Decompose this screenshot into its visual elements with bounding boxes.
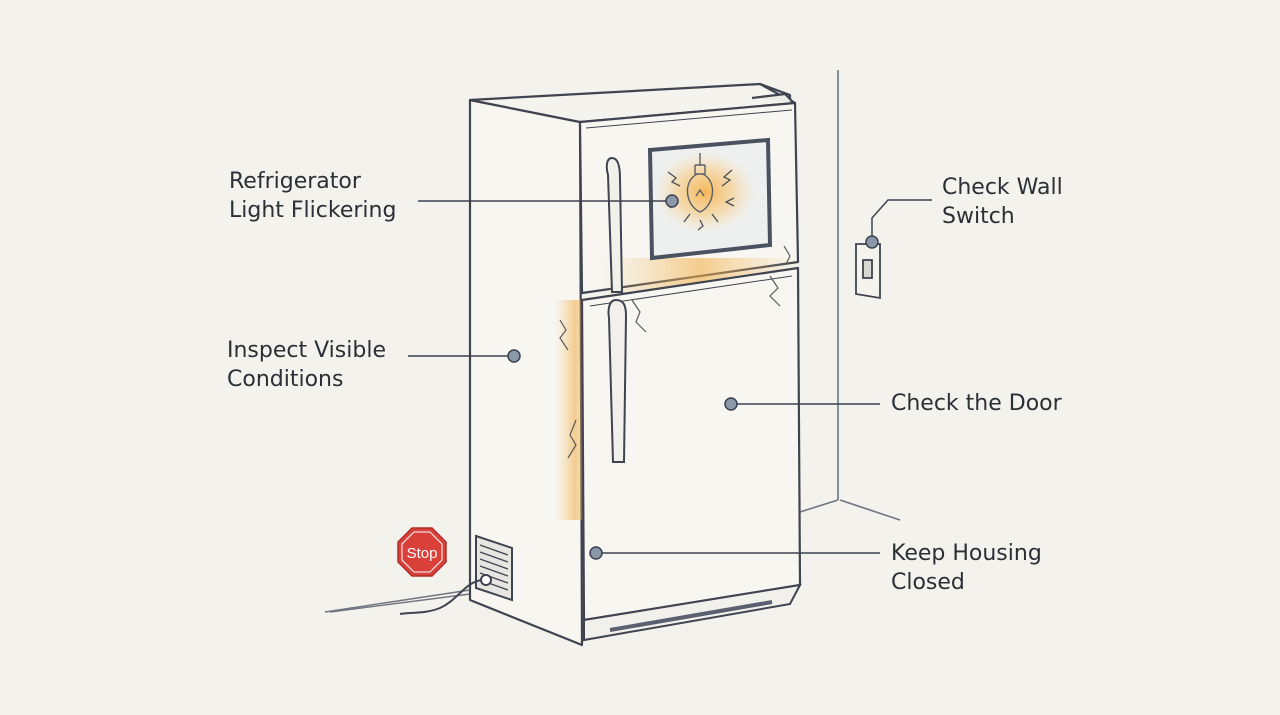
cracks: [559, 245, 791, 459]
callout-light-flickering: Refrigerator Light Flickering: [229, 167, 396, 225]
callout-lines: [408, 199, 932, 554]
callout-wall-switch-line2: Switch: [942, 204, 1015, 229]
wall-switch: [855, 243, 881, 300]
kick-plate: [583, 583, 802, 642]
leader-wall-switch: [871, 199, 932, 242]
callout-keep-housing-closed: Keep Housing Closed: [891, 539, 1042, 597]
callout-inspect-visible-conditions: Inspect Visible Conditions: [227, 336, 386, 394]
callout-inspect-line2: Conditions: [227, 367, 344, 392]
stop-sign: Stop: [397, 527, 447, 577]
stop-label: Stop: [407, 545, 438, 562]
callout-dots: [507, 194, 879, 560]
callout-housing-line2: Closed: [891, 570, 965, 595]
callout-check-the-door: Check the Door: [891, 389, 1062, 418]
callout-light-line1: Refrigerator: [229, 169, 361, 194]
freezer-handle: [605, 156, 624, 293]
callout-housing-line1: Keep Housing: [891, 541, 1042, 566]
refrigerator-body: [468, 82, 797, 647]
callout-check-wall-switch: Check Wall Switch: [942, 173, 1063, 231]
fridge-handle: [607, 298, 628, 463]
dot-inspect: [507, 349, 521, 363]
callout-door-line1: Check the Door: [891, 391, 1062, 416]
wall-corner: [799, 70, 901, 521]
dot-light: [665, 194, 679, 208]
dot-housing: [589, 546, 603, 560]
flicker-marks: [667, 169, 735, 231]
callout-wall-switch-line1: Check Wall: [942, 175, 1063, 200]
light-bulb-icon: [686, 153, 714, 213]
side-vent: [475, 534, 513, 602]
dot-door: [724, 397, 738, 411]
floor-line: [324, 589, 471, 613]
power-cord: [399, 574, 492, 615]
callout-inspect-line1: Inspect Visible: [227, 338, 386, 363]
dot-wall-switch: [865, 235, 879, 249]
callout-light-line2: Light Flickering: [229, 198, 397, 223]
